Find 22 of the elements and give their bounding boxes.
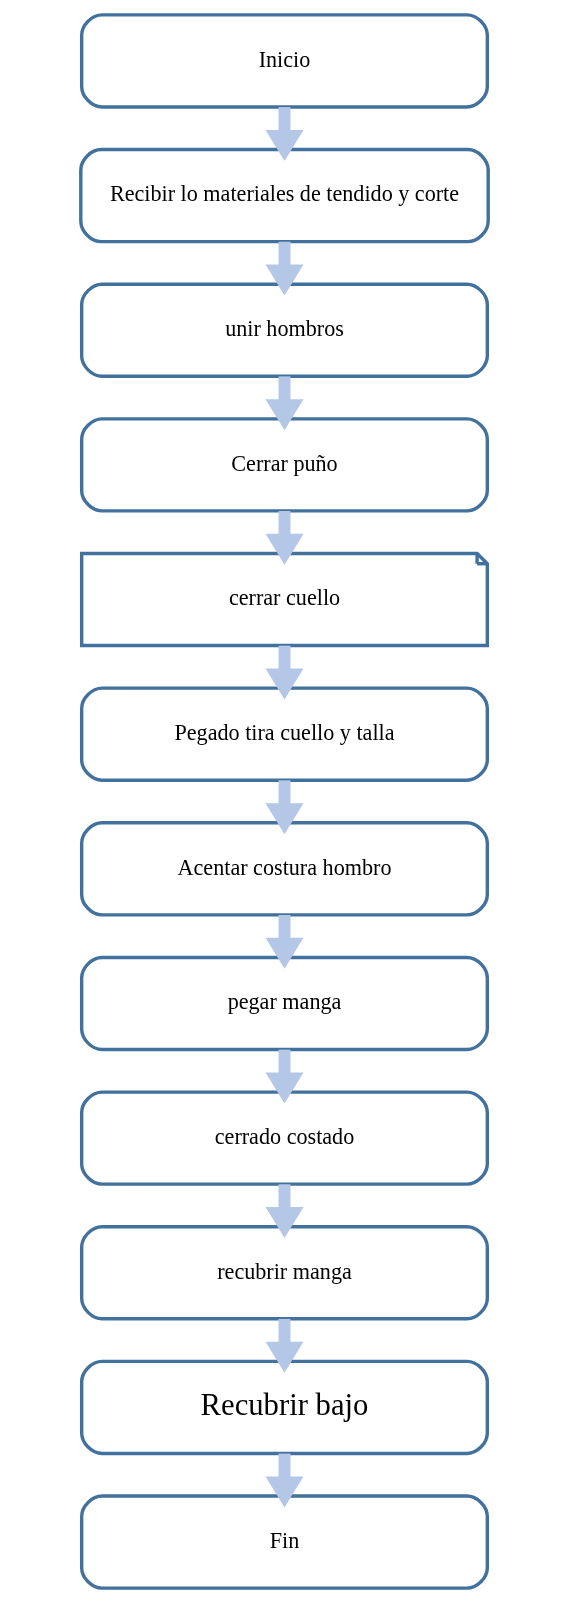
node-box: Recubrir bajo <box>79 1359 489 1456</box>
arrow <box>265 914 303 969</box>
node-box: recubrir manga <box>79 1225 489 1321</box>
node-box: cerrado costado <box>79 1090 489 1186</box>
arrow <box>265 780 303 835</box>
node-box: Recibir lo materiales de tendido y corte <box>78 147 490 244</box>
node-box: Fin <box>79 1494 489 1590</box>
arrow <box>265 376 303 431</box>
arrow <box>265 1049 303 1104</box>
node-box: Inicio <box>79 13 489 109</box>
arrow <box>265 1318 303 1373</box>
arrow <box>265 1184 303 1239</box>
node-box: Pegado tira cuello y talla <box>79 686 489 782</box>
arrow <box>265 107 303 161</box>
node-box: Acentar costura hombro <box>79 821 489 917</box>
arrow <box>265 1453 303 1508</box>
node-box: pegar manga <box>79 955 489 1052</box>
arrow <box>265 645 303 700</box>
node-box: unir hombros <box>79 282 489 378</box>
arrow <box>265 511 303 565</box>
node-box: Cerrar puño <box>79 417 489 513</box>
arrow <box>265 241 303 296</box>
